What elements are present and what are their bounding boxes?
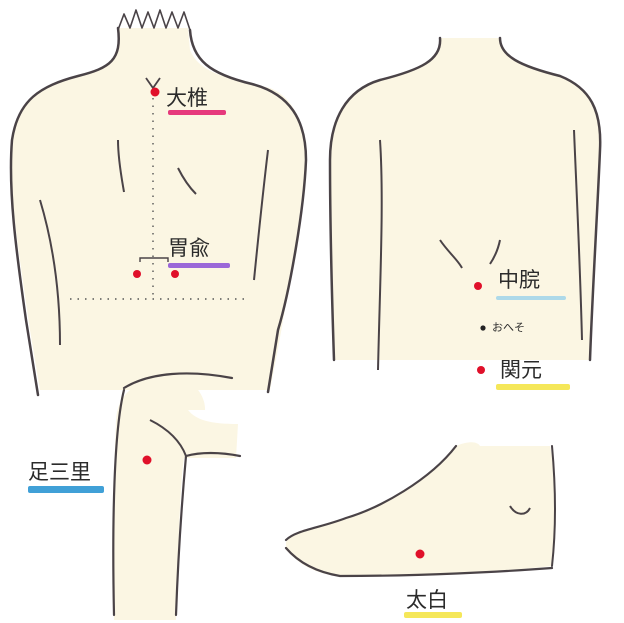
leg-fill — [113, 374, 238, 620]
ashisanri-underline — [28, 486, 104, 493]
taisui-point — [151, 88, 160, 97]
back-figure — [11, 10, 306, 395]
ashisanri-label: 足三里 — [28, 462, 91, 483]
taihaku-label: 太白 — [406, 590, 448, 611]
taisui-underline — [168, 110, 226, 115]
oheso-point — [480, 325, 485, 330]
kangen-point — [477, 366, 485, 374]
isyu-underline — [168, 263, 230, 268]
chukan-point — [474, 282, 482, 290]
isyu-point-right — [171, 270, 179, 278]
chukan-label: 中脘 — [498, 270, 540, 291]
taihaku-point — [416, 550, 425, 559]
hair-strokes — [118, 10, 190, 30]
isyu-label: 胃兪 — [168, 238, 210, 259]
isyu-point-left — [133, 270, 141, 278]
oheso-label: おへそ — [492, 322, 525, 333]
taihaku-underline — [404, 612, 462, 618]
kangen-label: 関元 — [500, 360, 542, 381]
front-figure — [330, 38, 600, 370]
leg-figure — [113, 373, 240, 620]
front-body-fill — [330, 38, 600, 360]
ashisanri-point — [143, 456, 152, 465]
chukan-underline — [496, 296, 566, 300]
taisui-label: 大椎 — [166, 88, 208, 109]
kangen-underline — [496, 384, 570, 390]
